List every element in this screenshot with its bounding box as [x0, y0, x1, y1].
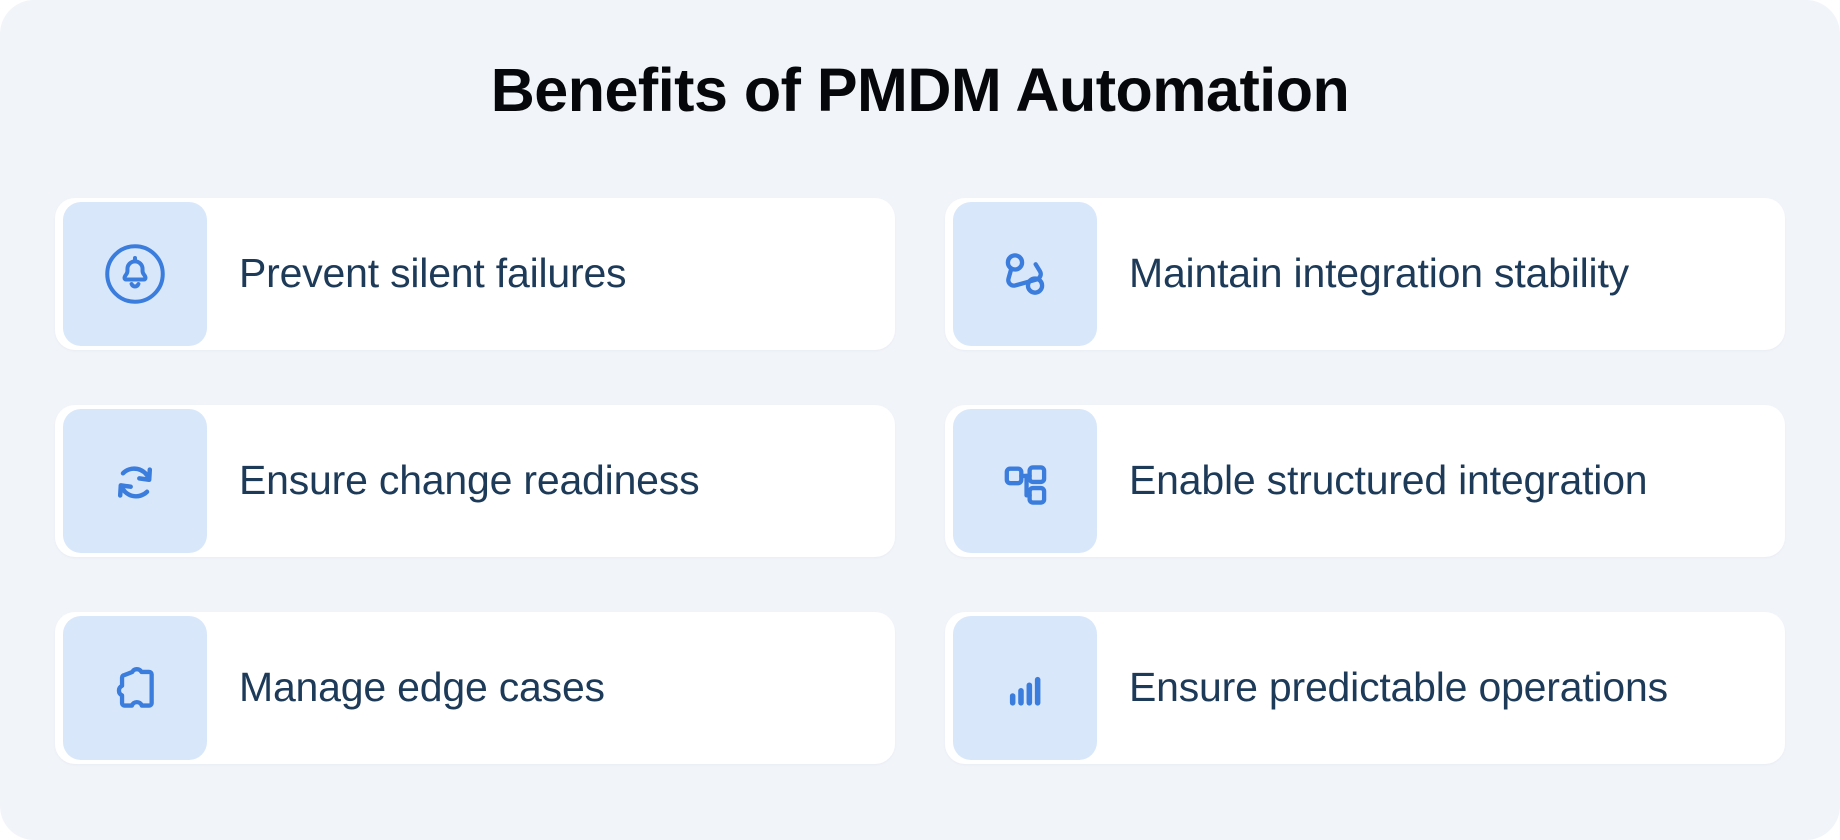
hierarchy-nodes-icon: [953, 409, 1097, 553]
node-link-graph-icon: [953, 202, 1097, 346]
benefit-card-label: Maintain integration stability: [1129, 250, 1629, 297]
refresh-sync-icon: [63, 409, 207, 553]
bar-chart-icon: [953, 616, 1097, 760]
benefit-card-label: Ensure change readiness: [239, 457, 700, 504]
benefit-card-maintain-integration-stability[interactable]: Maintain integration stability: [945, 198, 1785, 350]
bell-alert-icon: [63, 202, 207, 346]
puzzle-piece-icon: [63, 616, 207, 760]
benefit-card-ensure-predictable-operations[interactable]: Ensure predictable operations: [945, 612, 1785, 764]
benefit-card-manage-edge-cases[interactable]: Manage edge cases: [55, 612, 895, 764]
page-title: Benefits of PMDM Automation: [490, 56, 1350, 124]
benefit-card-label: Ensure predictable operations: [1129, 664, 1668, 711]
benefit-card-label: Prevent silent failures: [239, 250, 627, 297]
benefit-card-ensure-change-readiness[interactable]: Ensure change readiness: [55, 405, 895, 557]
benefit-card-label: Enable structured integration: [1129, 457, 1648, 504]
benefit-card-enable-structured-integration[interactable]: Enable structured integration: [945, 405, 1785, 557]
benefit-card-label: Manage edge cases: [239, 664, 605, 711]
benefits-grid: Prevent silent failures Maintain integra…: [55, 198, 1785, 764]
benefit-card-prevent-silent-failures[interactable]: Prevent silent failures: [55, 198, 895, 350]
